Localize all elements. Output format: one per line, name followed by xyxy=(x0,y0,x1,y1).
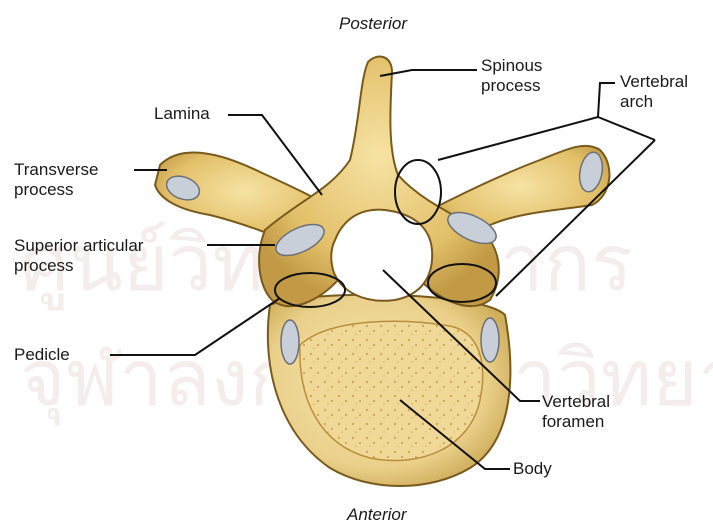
leader-spinous xyxy=(380,70,477,76)
anterior-label: Anterior xyxy=(347,505,407,525)
spinous-process-label: Spinous process xyxy=(481,56,542,96)
lamina-label: Lamina xyxy=(154,104,210,124)
vertebral-body xyxy=(268,295,511,486)
vertebral-arch-label: Vertebral arch xyxy=(620,72,688,112)
pedicle-label: Pedicle xyxy=(14,345,70,365)
leader-vertebral-arch xyxy=(598,83,615,117)
leader-vertebral-arch-upper xyxy=(438,117,655,160)
transverse-process-label: Transverse process xyxy=(14,160,98,200)
superior-articular-process-label: Superior articular process xyxy=(14,236,143,276)
posterior-label: Posterior xyxy=(339,14,407,34)
vertebral-foramen-label: Vertebral foramen xyxy=(542,392,610,432)
body-label: Body xyxy=(513,459,552,479)
